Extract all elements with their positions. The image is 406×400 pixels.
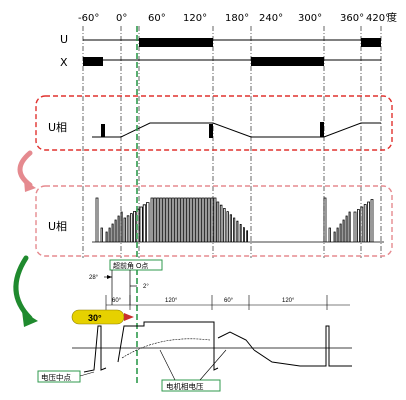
u-phase-marker-1 — [101, 124, 105, 137]
panel-top-label: U相 — [48, 121, 67, 134]
phase-120-a: 120° — [165, 298, 178, 304]
pink-curve-arrow — [17, 150, 36, 192]
x-pulse-1 — [83, 57, 103, 66]
panel-bottom-label: U相 — [48, 220, 67, 233]
u-pulse-1 — [139, 38, 213, 47]
phase-120-b: 120° — [282, 298, 295, 304]
phase-60-a: 60° — [112, 298, 122, 304]
tick-420: 420° — [366, 13, 390, 24]
tick-300: 300° — [298, 13, 322, 24]
green-curve-arrow — [13, 255, 38, 327]
tick-240: 240° — [259, 13, 283, 24]
x-pulse-2 — [251, 57, 324, 66]
angle-badge-label: 30° — [88, 313, 102, 323]
panel-bottom: U相 — [35, 185, 393, 257]
logic-rows: U X — [60, 33, 381, 69]
phase-60-b: 60° — [224, 298, 234, 304]
tick-60: 60° — [148, 13, 166, 24]
zero-point-label: 超前角 O点 — [113, 261, 148, 270]
tick-0: 0° — [116, 13, 127, 24]
u-phase-trapezoid — [92, 122, 381, 138]
phase-voltage-waveform — [72, 321, 352, 373]
degree-axis: -60° 0° 60° 120° 180° 240° 300° 360° 420… — [78, 11, 397, 24]
row-label-u: U — [60, 33, 68, 46]
angle-badge: 30° — [71, 309, 134, 325]
pwm-pulses — [95, 197, 374, 242]
tick-120: 120° — [183, 13, 207, 24]
phase-dimensions: 60° 120° 60° 120° — [105, 295, 350, 310]
angle-2-label: 2° — [143, 284, 149, 290]
unit-label: 度 — [387, 11, 397, 24]
u-phase-marker-2 — [209, 124, 213, 138]
u-pulse-2 — [361, 38, 381, 47]
panel-top: U相 — [35, 95, 393, 151]
row-label-x: X — [60, 56, 68, 69]
bottom-labels: 电压中点 电机相电压 — [37, 349, 227, 392]
angle-28-label: 28° — [89, 275, 99, 281]
voltage-midpoint-label: 电压中点 — [41, 372, 71, 382]
tick-360: 360° — [340, 13, 364, 24]
u-phase-marker-3 — [320, 122, 324, 137]
zero-point-annotation: 超前角 O点 28° 2° — [89, 259, 163, 305]
pwm-pulse-path — [95, 197, 374, 242]
phase-voltage-label: 电机相电压 — [166, 381, 204, 391]
tick-neg60: -60° — [78, 13, 99, 24]
tick-180: 180° — [225, 13, 249, 24]
